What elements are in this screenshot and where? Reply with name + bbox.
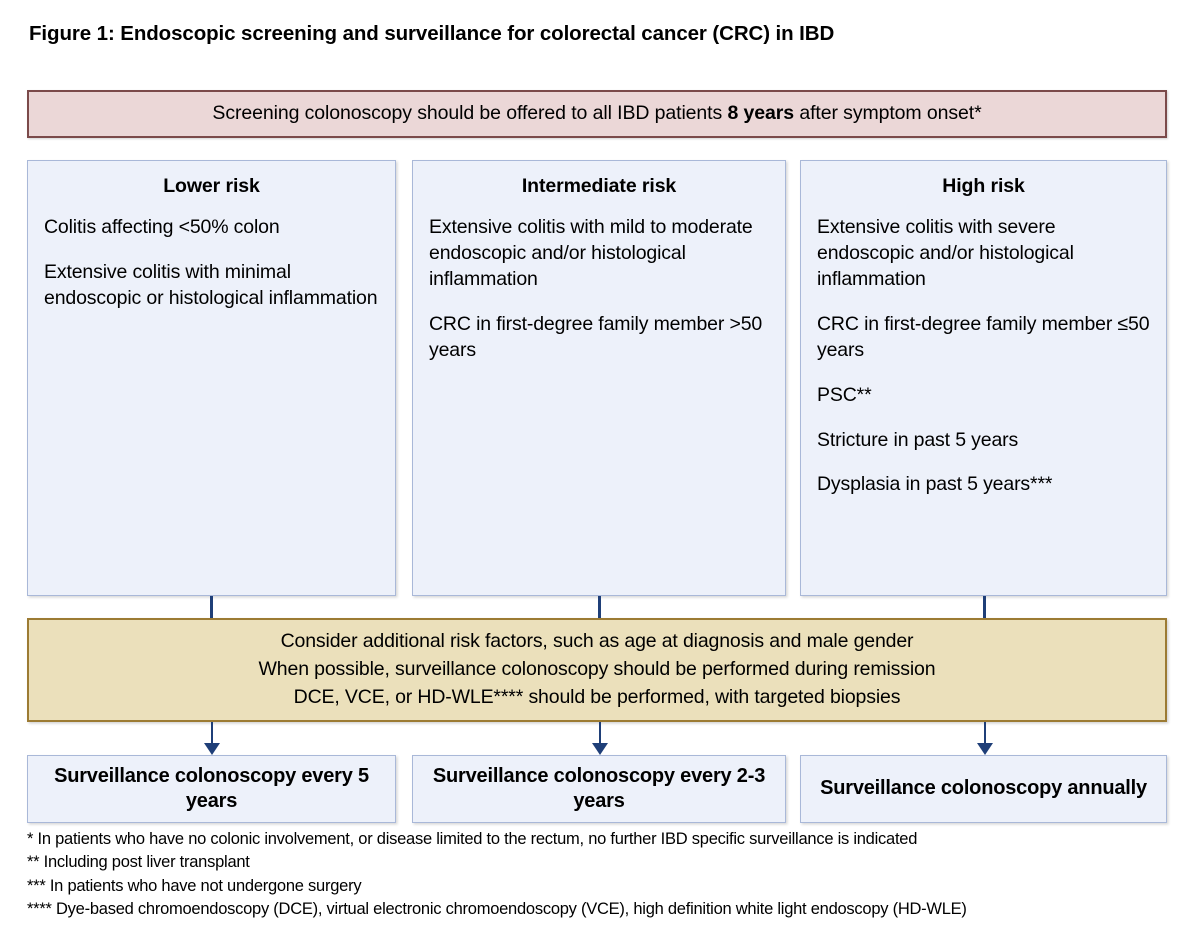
risk-item: CRC in first-degree family member >50 ye… bbox=[429, 312, 763, 361]
outcome-box-intermediate: Surveillance colonoscopy every 2-3 years bbox=[412, 755, 786, 823]
connector-line-high bbox=[983, 596, 986, 619]
arrow-head bbox=[977, 743, 993, 755]
footnotes: * In patients who have no colonic involv… bbox=[27, 828, 1187, 922]
footnote-line: **** Dye-based chromoendoscopy (DCE), vi… bbox=[27, 900, 967, 919]
risk-column-intermediate: Intermediate risk Extensive colitis with… bbox=[412, 160, 786, 596]
risk-item: Extensive colitis with severe endoscopic… bbox=[817, 216, 1074, 290]
outcome-box-high: Surveillance colonoscopy annually bbox=[800, 755, 1167, 823]
arrow-down-icon bbox=[592, 722, 608, 755]
risk-item: PSC** bbox=[817, 383, 872, 406]
banner-text-after: after symptom onset* bbox=[794, 102, 982, 125]
risk-column-lower: Lower risk Colitis affecting <50% colon … bbox=[27, 160, 396, 596]
arrow-stem bbox=[983, 722, 987, 743]
connector-line-lower bbox=[210, 596, 213, 619]
footnote-line: ** Including post liver transplant bbox=[27, 853, 250, 872]
risk-item: Extensive colitis with mild to moderate … bbox=[429, 216, 753, 290]
risk-column-heading: High risk bbox=[942, 175, 1025, 197]
arrow-head bbox=[592, 743, 608, 755]
arrow-stem bbox=[598, 722, 602, 743]
footnote-line: *** In patients who have not undergone s… bbox=[27, 876, 362, 895]
arrow-down-icon bbox=[977, 722, 993, 755]
screening-banner-text: Screening colonoscopy should be offered … bbox=[212, 103, 981, 124]
consideration-line: Consider additional risk factors, such a… bbox=[280, 630, 914, 653]
consideration-line: DCE, VCE, or HD-WLE**** should be perfor… bbox=[293, 685, 901, 708]
footnote-line: * In patients who have no colonic involv… bbox=[27, 830, 918, 848]
arrow-head bbox=[204, 743, 220, 755]
banner-text-before: Screening colonoscopy should be offered … bbox=[212, 102, 728, 125]
arrow-down-icon bbox=[204, 722, 220, 755]
risk-column-heading: Lower risk bbox=[163, 175, 260, 197]
risk-item: Stricture in past 5 years bbox=[817, 428, 1019, 451]
risk-column-high: High risk Extensive colitis with severe … bbox=[800, 160, 1167, 596]
risk-item: Colitis affecting <50% colon bbox=[44, 216, 280, 238]
risk-item: CRC in first-degree family member ≤50 ye… bbox=[817, 312, 1150, 361]
banner-text-bold: 8 years bbox=[727, 102, 795, 125]
risk-item: Extensive colitis with minimal endoscopi… bbox=[44, 260, 378, 309]
connector-line-intermediate bbox=[598, 596, 601, 619]
risk-item: Dysplasia in past 5 years*** bbox=[817, 473, 1053, 496]
consideration-line: When possible, surveillance colonoscopy … bbox=[258, 658, 936, 681]
figure-title: Figure 1: Endoscopic screening and surve… bbox=[29, 22, 835, 45]
additional-considerations-box: Consider additional risk factors, such a… bbox=[27, 618, 1167, 722]
outcome-box-lower: Surveillance colonoscopy every 5 years bbox=[27, 755, 396, 823]
screening-banner: Screening colonoscopy should be offered … bbox=[27, 90, 1167, 138]
arrow-stem bbox=[210, 722, 214, 743]
risk-column-heading: Intermediate risk bbox=[521, 175, 677, 197]
